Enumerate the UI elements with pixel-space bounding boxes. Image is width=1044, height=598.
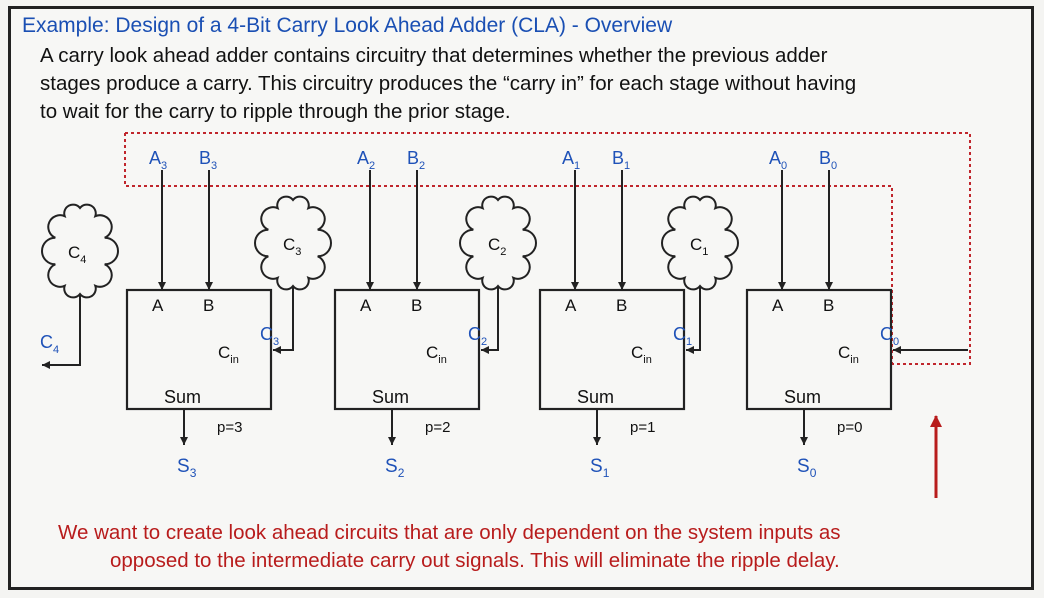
port-cin-label: Cin: [631, 343, 652, 366]
cloud-label: C2: [488, 235, 506, 258]
carry-cloud-1: C1: [661, 195, 739, 354]
intro-line-3: to wait for the carry to ripple through …: [40, 100, 511, 123]
sum-output-label: S0: [797, 456, 817, 480]
dashed-loop-outer: [125, 132, 971, 365]
position-label: p=3: [217, 419, 242, 436]
cloud-label: C3: [283, 235, 301, 258]
port-a-label: A: [152, 296, 164, 315]
adder-box: [745, 288, 893, 411]
sum-label: Sum: [577, 387, 614, 407]
sum-label: Sum: [164, 387, 201, 407]
sum-output-label: S1: [590, 456, 610, 480]
position-label: p=1: [630, 419, 655, 436]
footer-line-1: We want to create look ahead circuits th…: [58, 521, 841, 544]
input-a-label: A3: [149, 148, 167, 172]
port-a-label: A: [772, 296, 784, 315]
input-b-label: B1: [612, 148, 630, 172]
sum-output-label: S3: [177, 456, 197, 480]
port-b-label: B: [411, 296, 422, 315]
port-a-label: A: [360, 296, 372, 315]
position-label: p=2: [425, 419, 450, 436]
carry-wire: [273, 286, 294, 354]
port-cin-label: Cin: [218, 343, 239, 366]
port-b-label: B: [203, 296, 214, 315]
carry-in-label: C2: [468, 324, 487, 348]
port-cin-label: Cin: [838, 343, 859, 366]
carry-wire: [481, 286, 499, 354]
input-b-label: B2: [407, 148, 425, 172]
carry-in-label: C1: [673, 324, 692, 348]
cloud-label: C4: [68, 243, 86, 266]
adder-box: [125, 288, 273, 411]
position-label: p=0: [837, 419, 862, 436]
carry-cloud-2: C2: [459, 195, 537, 354]
carry-in-label: C0: [880, 324, 899, 348]
cloud-label: C1: [690, 235, 708, 258]
port-cin-label: Cin: [426, 343, 447, 366]
intro-line-2: stages produce a carry. This circuitry p…: [40, 72, 857, 95]
intro-line-1: A carry look ahead adder contains circui…: [40, 44, 828, 67]
carry-out-label: C4: [40, 332, 59, 356]
port-a-label: A: [565, 296, 577, 315]
port-b-label: B: [823, 296, 834, 315]
adder-box: [538, 288, 686, 411]
sum-label: Sum: [372, 387, 409, 407]
carry-cloud-3: C3: [254, 195, 332, 354]
port-b-label: B: [616, 296, 627, 315]
input-a-label: A0: [769, 148, 787, 172]
slide-title: Example: Design of a 4-Bit Carry Look Ah…: [22, 14, 673, 37]
input-a-label: A1: [562, 148, 580, 172]
dashed-loop-inner: [124, 133, 893, 364]
input-b-label: B3: [199, 148, 217, 172]
input-b-label: B0: [819, 148, 837, 172]
sum-output-label: S2: [385, 456, 405, 480]
carry-in-label: C3: [260, 324, 279, 348]
adder-box: [333, 288, 481, 411]
input-a-label: A2: [357, 148, 375, 172]
footer-line-2: opposed to the intermediate carry out si…: [110, 549, 840, 572]
carry-wire: [686, 286, 701, 354]
sum-label: Sum: [784, 387, 821, 407]
carry-out-wire: [42, 294, 81, 369]
